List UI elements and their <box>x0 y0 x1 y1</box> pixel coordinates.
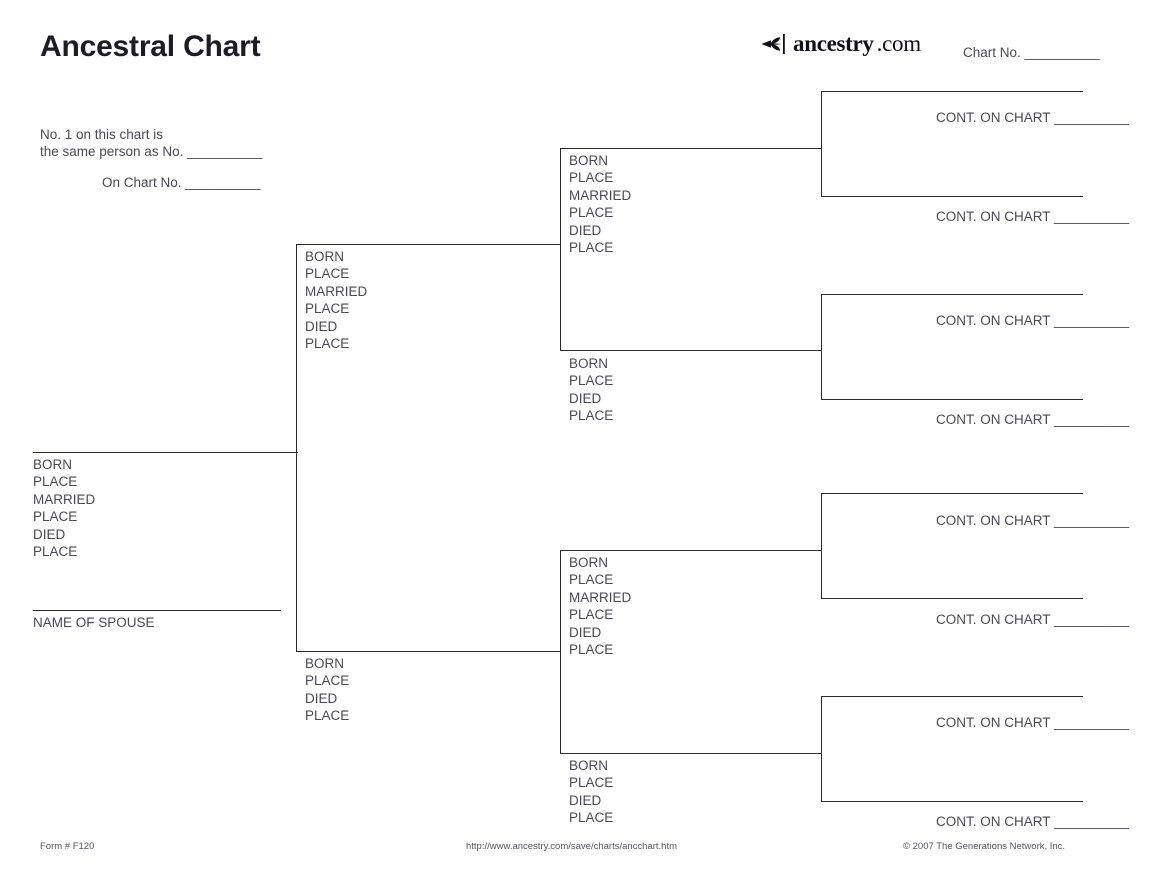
gen4-person8-name-rule[interactable] <box>821 91 1083 92</box>
ancestry-logo: ancestry .com <box>760 31 921 57</box>
gen4-bracket-2-vertical <box>821 294 822 399</box>
field-died: DIED <box>305 318 338 334</box>
gen4-person8-cont[interactable]: CONT. ON CHART __________ <box>936 110 1130 125</box>
gen3-person5-fields: BORN PLACE DIED PLACE <box>569 355 613 425</box>
gen2-person3-name-rule[interactable] <box>296 651 560 652</box>
gen3-person4-fields: BORN PLACE MARRIED PLACE DIED PLACE <box>569 152 631 256</box>
field-died: DIED <box>33 526 66 542</box>
field-born: BORN <box>33 457 73 472</box>
field-married: MARRIED <box>569 589 632 605</box>
field-died: DIED <box>569 624 602 640</box>
field-place-3: PLACE <box>569 240 614 256</box>
field-born: BORN <box>569 555 609 570</box>
gen3-upper-bracket-stub <box>548 244 561 245</box>
gen4-person9-cont[interactable]: CONT. ON CHART __________ <box>936 209 1130 224</box>
field-place: PLACE <box>33 474 78 490</box>
gen4-person11-name-rule[interactable] <box>821 399 1083 400</box>
field-place: PLACE <box>569 373 614 389</box>
gen4-person13-name-rule[interactable] <box>821 598 1083 599</box>
field-place: PLACE <box>569 170 614 186</box>
field-place: PLACE <box>305 266 350 282</box>
gen2-person3-fields: BORN PLACE DIED PLACE <box>305 655 349 725</box>
field-born: BORN <box>569 356 609 371</box>
field-married: MARRIED <box>305 283 368 299</box>
gen3-person7-fields: BORN PLACE DIED PLACE <box>569 757 613 827</box>
gen3-person6-fields: BORN PLACE MARRIED PLACE DIED PLACE <box>569 554 631 658</box>
page-title: Ancestral Chart <box>40 30 261 63</box>
gen4-bracket-1-stub <box>810 148 822 149</box>
brand-tld: .com <box>876 31 921 56</box>
field-place: PLACE <box>569 572 614 588</box>
gen4-bracket-1-vertical <box>821 91 822 196</box>
gen4-person13-cont[interactable]: CONT. ON CHART __________ <box>936 612 1130 627</box>
field-born: BORN <box>569 758 609 773</box>
gen2-person2-fields: BORN PLACE MARRIED PLACE DIED PLACE <box>305 248 367 352</box>
gen4-person12-cont[interactable]: CONT. ON CHART __________ <box>936 513 1130 528</box>
note-line-1: No. 1 on this chart is <box>40 127 164 142</box>
field-married: MARRIED <box>569 187 632 203</box>
gen4-bracket-4-vertical <box>821 696 822 801</box>
gen2-bracket-stub <box>296 452 298 453</box>
field-place-2: PLACE <box>569 810 614 826</box>
field-born: BORN <box>305 249 345 264</box>
gen4-person15-cont[interactable]: CONT. ON CHART __________ <box>936 814 1130 829</box>
spouse-field: NAME OF SPOUSE <box>33 614 155 631</box>
gen4-bracket-2-stub <box>810 350 822 351</box>
chart-no-field[interactable]: Chart No. __________ <box>963 45 1100 60</box>
field-born: BORN <box>569 153 609 168</box>
gen3-person5-name-rule[interactable] <box>560 350 822 351</box>
gen4-bracket-3-stub <box>810 550 822 551</box>
field-died: DIED <box>569 792 602 808</box>
field-died: DIED <box>305 690 338 706</box>
person1-name-rule[interactable] <box>33 452 296 453</box>
field-place-2: PLACE <box>569 205 614 221</box>
field-place-2: PLACE <box>305 301 350 317</box>
note-line-3[interactable]: On Chart No. __________ <box>102 175 261 190</box>
field-place-3: PLACE <box>569 642 614 658</box>
field-place: PLACE <box>569 775 614 791</box>
gen4-person14-name-rule[interactable] <box>821 696 1083 697</box>
field-died: DIED <box>569 222 602 238</box>
gen4-person14-cont[interactable]: CONT. ON CHART __________ <box>936 715 1130 730</box>
gen3-upper-bracket-vertical <box>560 148 561 351</box>
field-married: MARRIED <box>33 491 96 507</box>
person1-fields: BORN PLACE MARRIED PLACE DIED PLACE <box>33 456 95 560</box>
same-person-note: No. 1 on this chart is the same person a… <box>40 126 262 191</box>
gen4-person10-name-rule[interactable] <box>821 294 1083 295</box>
gen4-person15-name-rule[interactable] <box>821 801 1083 802</box>
field-place: PLACE <box>305 673 350 689</box>
field-place-2: PLACE <box>569 607 614 623</box>
spouse-name-rule[interactable] <box>33 610 281 611</box>
field-place-3: PLACE <box>305 336 350 352</box>
field-place-3: PLACE <box>33 544 78 560</box>
gen4-person12-name-rule[interactable] <box>821 493 1083 494</box>
field-place-2: PLACE <box>305 708 350 724</box>
gen4-bracket-4-stub <box>810 753 822 754</box>
field-born: BORN <box>305 656 345 671</box>
footer-url[interactable]: http://www.ancestry.com/save/charts/ancc… <box>466 841 678 852</box>
field-place-2: PLACE <box>569 408 614 424</box>
gen4-person11-cont[interactable]: CONT. ON CHART __________ <box>936 412 1130 427</box>
gen4-person10-cont[interactable]: CONT. ON CHART __________ <box>936 313 1130 328</box>
field-place-2: PLACE <box>33 509 78 525</box>
ancestry-leaf-icon <box>760 32 790 56</box>
gen4-bracket-3-vertical <box>821 493 822 598</box>
gen3-lower-bracket-stub <box>548 651 561 652</box>
field-died: DIED <box>569 390 602 406</box>
gen3-person6-name-rule[interactable] <box>560 550 822 551</box>
gen2-bracket-vertical <box>296 244 297 652</box>
gen4-person9-name-rule[interactable] <box>821 196 1083 197</box>
gen3-person7-name-rule[interactable] <box>560 753 822 754</box>
brand-name: ancestry <box>793 31 874 56</box>
note-line-2[interactable]: the same person as No. __________ <box>40 144 263 159</box>
gen2-person2-name-rule[interactable] <box>296 244 560 245</box>
field-name-of-spouse: NAME OF SPOUSE <box>33 615 155 630</box>
footer-form-number: Form # F120 <box>40 841 95 852</box>
gen3-person4-name-rule[interactable] <box>560 148 822 149</box>
footer-copyright: © 2007 The Generations Network, Inc. <box>903 841 1066 852</box>
